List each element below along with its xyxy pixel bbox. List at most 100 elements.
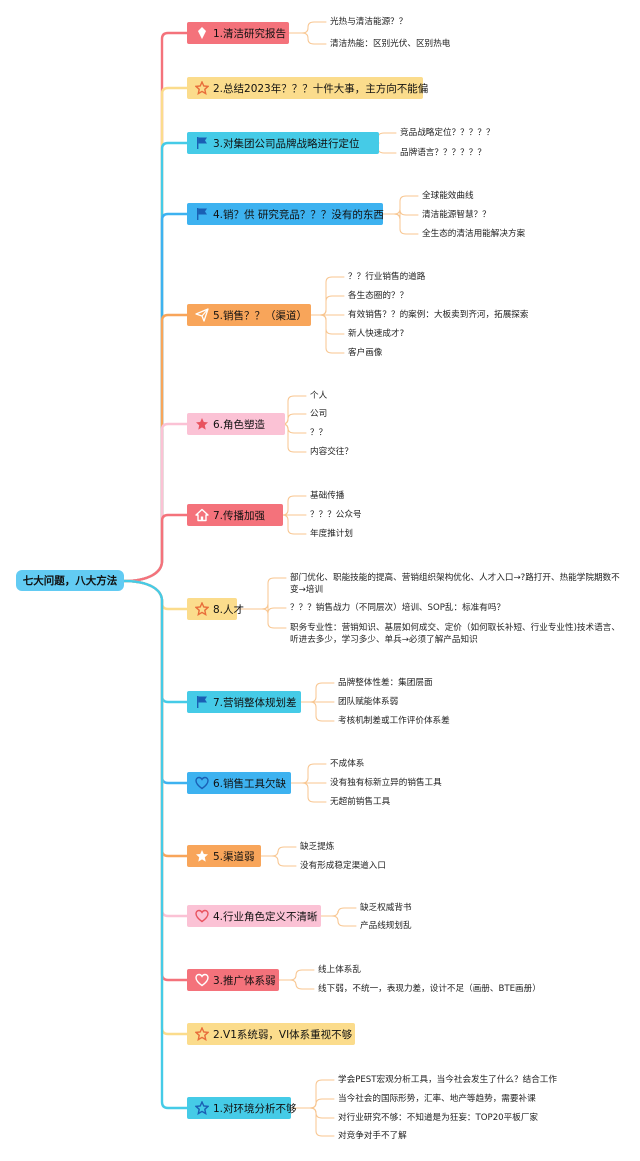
leaf-topic[interactable]: 清洁热能：区别光伏、区别热电 bbox=[330, 39, 451, 49]
leaf-topic[interactable]: ？？ bbox=[310, 428, 328, 438]
leaf-connector bbox=[290, 1079, 335, 1109]
leaf-topic[interactable]: 个人 bbox=[310, 391, 328, 401]
flag-icon bbox=[197, 208, 207, 220]
leaf-topic[interactable]: 有效销售？？的案例：大板卖到齐河，拓展探索 bbox=[348, 310, 529, 320]
flag-icon bbox=[197, 696, 207, 708]
leaf-topic[interactable]: 基础传播 bbox=[310, 491, 345, 501]
leaf-connector bbox=[382, 213, 419, 235]
leaf-topic[interactable]: 年度推计划 bbox=[310, 529, 353, 539]
leaf-topic[interactable]: 竞品战略定位？？？？？ bbox=[400, 128, 495, 138]
trunk-line bbox=[122, 579, 189, 918]
leaf-topic[interactable]: 产品线规划乱 bbox=[360, 921, 412, 931]
leaf-connector bbox=[236, 608, 287, 629]
leaf-topic[interactable]: 客户画像 bbox=[348, 348, 383, 358]
trunk-line bbox=[122, 579, 189, 982]
leaf-connector bbox=[281, 514, 307, 535]
leaf-topic[interactable]: 公司 bbox=[310, 409, 328, 419]
star-outline-icon bbox=[195, 1027, 209, 1041]
branch-topic[interactable]: 8.人才 bbox=[187, 598, 244, 620]
star-filled-icon bbox=[196, 418, 208, 430]
branch-topic[interactable]: 2.总结2023年？？？十件大事，主方向不能偏 bbox=[187, 77, 428, 99]
leaf-connector bbox=[281, 423, 307, 453]
leaf-topic[interactable]: 不成体系 bbox=[330, 759, 365, 769]
leaf-topic[interactable]: ？？行业销售的道路 bbox=[348, 272, 426, 282]
leaf-connector bbox=[281, 395, 307, 425]
leaf-topic[interactable]: 缺乏权威背书 bbox=[360, 903, 412, 913]
trunk-line bbox=[122, 422, 189, 583]
leaf-connector bbox=[281, 495, 307, 516]
leaf-topic[interactable]: 各生态圈的？？ bbox=[348, 291, 409, 301]
trunk-line bbox=[122, 579, 189, 611]
leaf-topic[interactable]: 考核机制差或工作评价体系差 bbox=[338, 716, 450, 726]
branch-topic[interactable]: 6.销售工具欠缺 bbox=[187, 772, 291, 794]
leaf-connector bbox=[290, 1107, 335, 1119]
branch-topic[interactable]: 5.渠道弱 bbox=[187, 845, 261, 867]
trunk-line bbox=[122, 579, 189, 785]
leaf-topic[interactable]: 缺乏提炼 bbox=[300, 842, 335, 852]
star-filled-icon bbox=[196, 850, 208, 862]
leaf-connector bbox=[260, 846, 297, 857]
heart-icon bbox=[195, 909, 209, 923]
branch-topic[interactable]: 3.推广体系弱 bbox=[187, 969, 279, 991]
branch-label: 1.清洁研究报告 bbox=[213, 27, 287, 40]
leaf-connector bbox=[236, 603, 287, 614]
trunk-line bbox=[122, 86, 189, 583]
trunk-line bbox=[122, 579, 189, 858]
branch-topic[interactable]: 2.V1系统弱，VI体系重视不够 bbox=[187, 1023, 355, 1045]
branch-topic[interactable]: 4.销？供 研究竞品？？？没有的东西 bbox=[187, 203, 384, 225]
branch-topic[interactable]: 5.销售？？（渠道） bbox=[187, 304, 311, 326]
leaf-topic[interactable]: 新人快速成才? bbox=[348, 329, 405, 339]
leaf-topic[interactable]: 职务专业性：营销知识、基层如何成交、定价（如何取长补短、行业专业性)技术语言、听… bbox=[290, 623, 620, 645]
branch-topic[interactable]: 6.角色塑造 bbox=[187, 413, 285, 435]
leaf-topic[interactable]: 当今社会的国际形势，汇率、地产等趋势，需要补课 bbox=[338, 1094, 536, 1104]
star-outline-icon bbox=[195, 81, 209, 95]
branch-topic[interactable]: 3.对集团公司品牌战略进行定位 bbox=[187, 132, 379, 154]
branch-topic[interactable]: 1.清洁研究报告 bbox=[187, 22, 289, 44]
leaf-topic[interactable]: 全生态的清洁用能解决方案 bbox=[422, 229, 526, 239]
leaf-connector bbox=[320, 907, 357, 917]
leaf-topic[interactable]: 线下弱，不统一，表现力差，设计不足（画册、BTE画册） bbox=[318, 984, 541, 994]
leaf-topic[interactable]: 学会PEST宏观分析工具，当今社会发生了什么？结合工作 bbox=[338, 1075, 557, 1085]
leaf-connector bbox=[290, 763, 327, 784]
leaf-topic[interactable]: 线上体系乱 bbox=[318, 965, 361, 975]
branch-label: 6.销售工具欠缺 bbox=[213, 777, 287, 790]
root-topic[interactable]: 七大问题，八大方法 bbox=[16, 570, 124, 591]
leaf-connector bbox=[290, 1098, 335, 1109]
leaf-topic[interactable]: 清洁能源智慧？？ bbox=[422, 210, 491, 220]
leaf-topic[interactable]: ？？？销售战力（不同层次）培训、SOP乱：标准有吗？ bbox=[290, 603, 506, 613]
branch-topic[interactable]: 1.对环境分析不够 bbox=[187, 1097, 297, 1119]
branch-label: 5.销售？？（渠道） bbox=[213, 309, 308, 322]
branch-topic[interactable]: 4.行业角色定义不清晰 bbox=[187, 905, 321, 927]
leaf-connector bbox=[288, 32, 327, 45]
leaf-topic[interactable]: 对行业研究不够：不知道是为狂妄：TOP20平板厂家 bbox=[338, 1113, 539, 1123]
trunk-line bbox=[122, 579, 189, 1110]
branch-label: 3.推广体系弱 bbox=[213, 974, 276, 987]
leaf-topic[interactable]: ？？？公众号 bbox=[310, 510, 362, 520]
trunk-line bbox=[122, 579, 189, 704]
leaf-connector bbox=[320, 915, 357, 927]
leaf-topic[interactable]: 品牌整体性差：集团层面 bbox=[338, 678, 433, 688]
heart-icon bbox=[195, 776, 209, 790]
branch-topic[interactable]: 7.传播加强 bbox=[187, 504, 283, 526]
trunk-line bbox=[122, 31, 189, 583]
leaf-topic[interactable]: 团队赋能体系弱 bbox=[338, 697, 399, 707]
leaf-topic[interactable]: 内容交往？ bbox=[310, 447, 353, 457]
leaf-connector bbox=[281, 423, 307, 434]
leaf-connector bbox=[278, 969, 315, 981]
branch-label: 1.对环境分析不够 bbox=[213, 1102, 297, 1115]
leaf-topic[interactable]: 没有形成稳定渠道入口 bbox=[300, 861, 386, 871]
leaf-topic[interactable]: 光热与清洁能源？？ bbox=[330, 17, 408, 27]
leaf-topic[interactable]: 品牌语言？？？？？？ bbox=[400, 148, 486, 158]
branch-label: 3.对集团公司品牌战略进行定位 bbox=[213, 137, 360, 150]
leaf-topic[interactable]: 无超前销售工具 bbox=[330, 797, 391, 807]
leaf-connector bbox=[300, 682, 335, 703]
leaf-topic[interactable]: 对竞争对手不了解 bbox=[338, 1131, 407, 1141]
paper-plane-icon bbox=[195, 308, 209, 322]
branch-topic[interactable]: 7.营销整体规划差 bbox=[187, 691, 301, 713]
branch-label: 8.人才 bbox=[213, 603, 245, 616]
leaf-topic[interactable]: 没有独有标新立异的销售工具 bbox=[330, 778, 442, 788]
leaf-topic[interactable]: 全球能效曲线 bbox=[422, 191, 474, 201]
gem-icon bbox=[198, 27, 206, 39]
leaf-topic[interactable]: 部门优化、职能技能的提高、营销组织架构优化、人才入口→?路打开、热能学院期数不变… bbox=[290, 573, 620, 595]
